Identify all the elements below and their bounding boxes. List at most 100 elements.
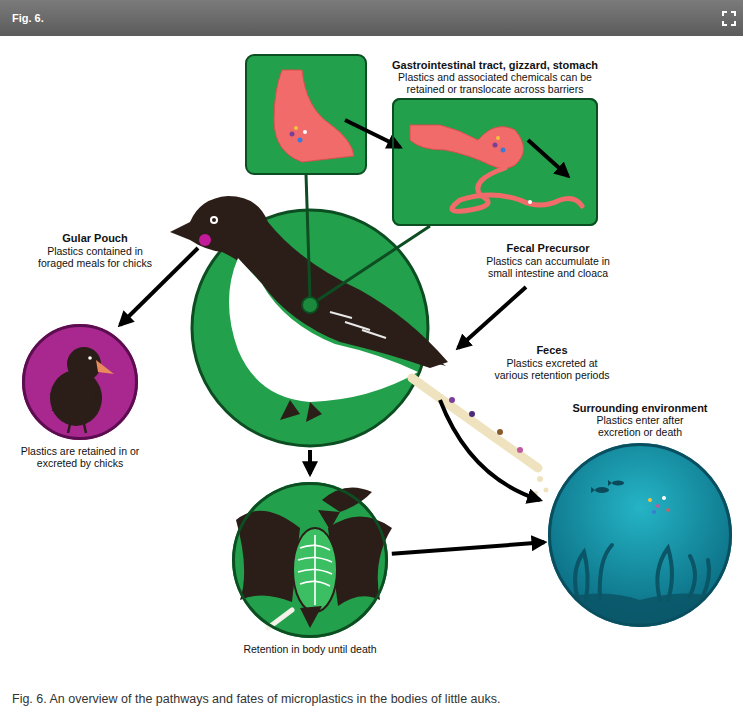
circle-outline	[24, 326, 137, 439]
body-text: Plastics are retained in or excreted by …	[10, 445, 150, 469]
pathway-arrow	[392, 542, 545, 554]
sea-illustration	[612, 481, 624, 486]
text-group: Plastics are retained in or excreted by …	[10, 445, 150, 469]
chick-illustration	[68, 424, 86, 433]
chick-illustration	[67, 347, 101, 381]
body-text: Plastics and associated chemicals can be…	[380, 71, 610, 95]
note-text: Plastics excreted at various retention p…	[490, 357, 615, 381]
figure-caption: Fig. 6. An overview of the pathways and …	[12, 692, 731, 707]
sea-illustration	[548, 480, 732, 640]
pathway-arrows	[458, 287, 526, 348]
little-auk	[306, 174, 430, 300]
sea-illustration	[656, 504, 660, 508]
feces-trail	[537, 476, 543, 482]
carcass-illustration	[298, 535, 332, 605]
chick-illustration	[96, 360, 114, 374]
text-group: Retention in body until death	[210, 643, 410, 655]
sea-illustration	[652, 510, 656, 514]
gizzard-panel	[290, 132, 295, 137]
digestive-tract-panel	[392, 98, 598, 226]
gizzard-panel	[246, 55, 366, 174]
chick-illustration	[22, 324, 138, 440]
pathway-arrows	[440, 400, 540, 500]
sea-illustration	[575, 545, 709, 600]
feces-trail	[534, 491, 538, 495]
carcass-illustration	[300, 606, 322, 628]
feces-trail	[517, 447, 523, 453]
gizzard-panel	[274, 70, 354, 162]
feces-trail	[544, 488, 549, 493]
little-auk	[302, 297, 318, 313]
carcass-illustration	[293, 528, 337, 612]
pathway-arrows	[120, 120, 568, 500]
carcass-illustration	[236, 511, 300, 602]
pathway-arrows	[308, 450, 312, 474]
carcass-circle: Retention in body until death	[232, 482, 388, 638]
heading: Gular Pouch	[33, 232, 158, 244]
digestive-tract-panel	[493, 143, 498, 148]
little-auk	[330, 312, 386, 338]
sea-illustration	[662, 496, 666, 500]
body-text: Retention in body until death	[210, 643, 410, 655]
feces-trail	[469, 411, 475, 417]
sea-illustration	[548, 443, 732, 627]
little-auk	[280, 400, 322, 422]
heading: Surrounding environment	[555, 402, 725, 414]
sea-illustration	[608, 480, 612, 486]
gizzard-panel	[294, 126, 298, 130]
organ-box: Gastrointestinal tract, gizzard, stomach…	[392, 98, 598, 226]
chick-illustration	[22, 324, 138, 440]
circle-outline	[548, 443, 732, 627]
sea-illustration	[591, 487, 595, 493]
little-auk	[199, 234, 211, 246]
carcass-illustration	[318, 488, 372, 531]
digestive-tract-panel	[528, 200, 532, 204]
gizzard-panel	[298, 138, 303, 143]
feces-trail	[497, 429, 503, 435]
header-bar: Fig. 6.	[0, 0, 743, 36]
heading: Feces	[490, 344, 615, 356]
feces-trail	[412, 378, 538, 468]
expand-icon	[723, 12, 735, 25]
chick-illustration	[88, 356, 92, 360]
chick-circle: Plastics are retained in or excreted by …	[22, 324, 138, 440]
digestive-tract-panel	[496, 136, 500, 140]
circle-outline	[234, 484, 387, 637]
little-auk	[300, 300, 446, 366]
environment-circle: Surrounding environmentPlastics enter af…	[548, 443, 732, 627]
heading: Gastrointestinal tract, gizzard, stomach	[380, 59, 610, 71]
digestive-tract-panel	[452, 168, 582, 211]
carcass-illustration	[232, 482, 392, 638]
sea-illustration	[548, 443, 732, 640]
gizzard-panel	[303, 130, 307, 134]
circle-outline	[22, 324, 138, 440]
sea-illustration	[595, 487, 609, 493]
little-auk	[170, 174, 448, 422]
sea-illustration	[666, 508, 670, 512]
digestive-tract-panel	[501, 148, 506, 153]
text-group: Surrounding environmentPlastics enter af…	[555, 402, 725, 438]
figure-title: Fig. 6.	[12, 0, 743, 36]
pathway-arrows	[528, 140, 568, 176]
carcass-illustration	[328, 517, 392, 607]
text-group: Gastrointestinal tract, gizzard, stomach…	[380, 59, 610, 95]
chick-illustration	[52, 390, 99, 410]
digestive-tract-panel	[392, 98, 598, 226]
body-text: Plastics enter after excretion or death	[580, 414, 700, 438]
note-text: Plastics can accumulate in small intesti…	[481, 255, 616, 279]
expand-icon	[723, 12, 735, 25]
circle-outline	[550, 445, 731, 626]
heading: Fecal Precursor	[481, 242, 616, 254]
sea-illustration	[648, 498, 652, 502]
feces-trail	[412, 378, 549, 495]
digestive-tract-panel	[410, 125, 524, 169]
circle-outline	[232, 482, 388, 638]
gizzard-panel	[246, 55, 366, 174]
feces-trail	[449, 397, 455, 403]
note-text: Plastics contained in foraged meals for …	[33, 245, 158, 269]
little-auk	[210, 216, 218, 224]
little-auk	[212, 218, 216, 222]
